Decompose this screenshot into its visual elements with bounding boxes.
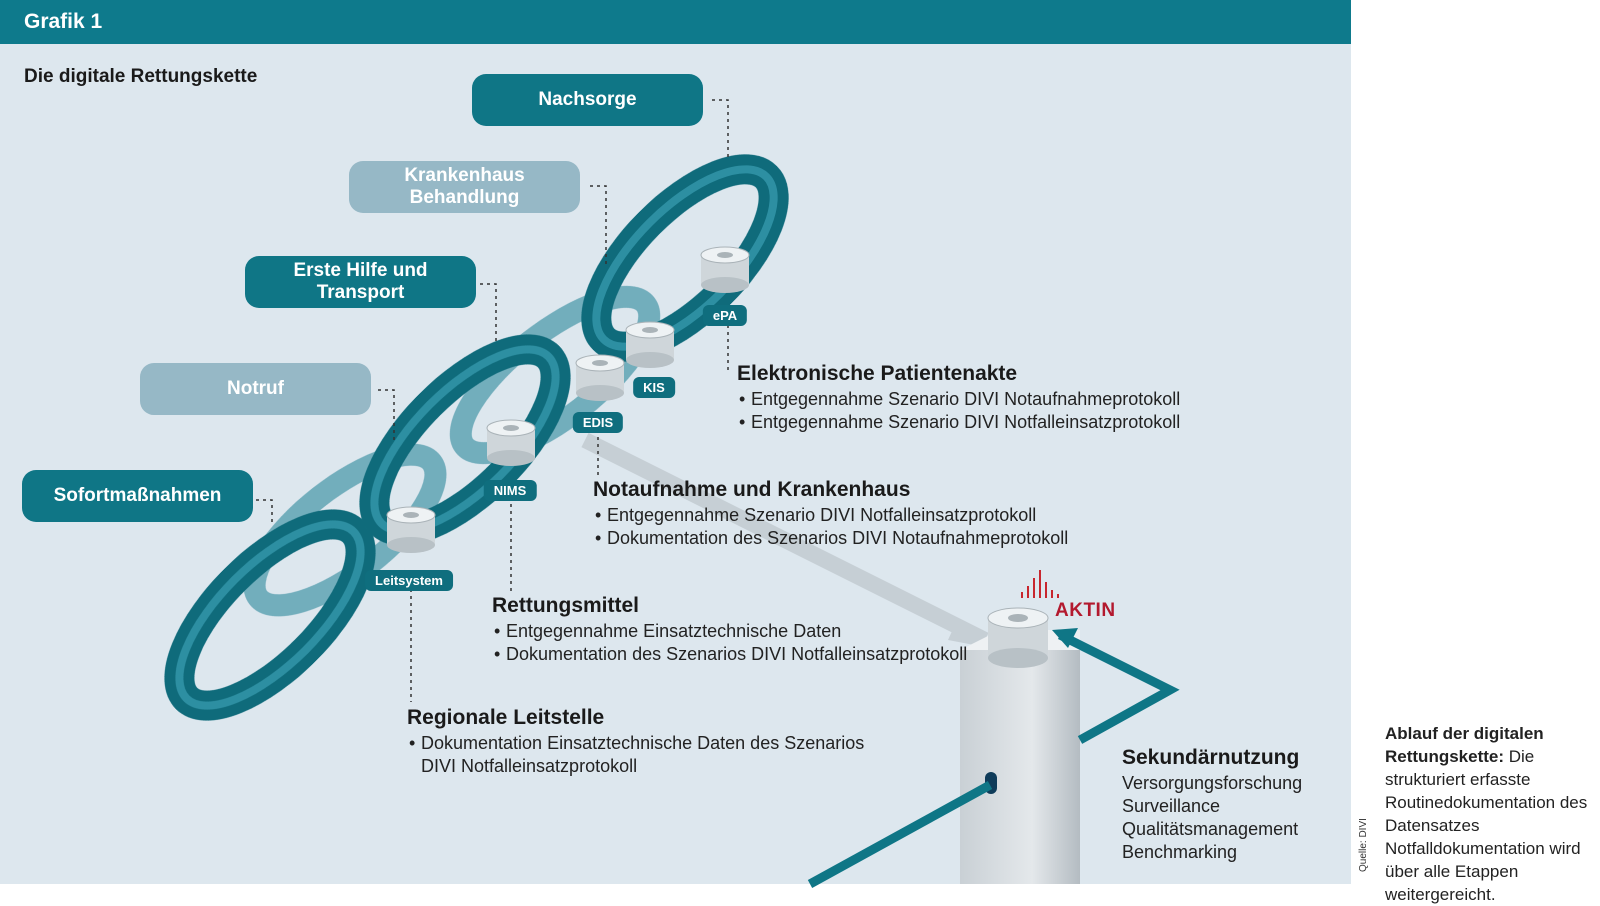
- block-sekundaernutzung: Sekundärnutzung Versorgungsforschung Sur…: [1122, 746, 1302, 864]
- db-tag-edis: EDIS: [572, 412, 624, 433]
- block-item: Entgegennahme Szenario DIVI Notfalleinsa…: [593, 504, 1068, 527]
- stage-nachsorge: Nachsorge: [472, 74, 703, 126]
- figure-title: Grafik 1: [24, 10, 103, 33]
- db-tag-kis: KIS: [633, 377, 675, 398]
- database-nims-icon: [486, 419, 536, 466]
- block-title: Notaufnahme und Krankenhaus: [593, 478, 911, 501]
- block-regionale-leitstelle: Regionale Leitstelle Dokumentation Einsa…: [407, 706, 867, 778]
- db-tag-leitsystem: Leitsystem: [365, 570, 453, 591]
- incoming-flow-line: [807, 781, 993, 888]
- db-tag-nims: NIMS: [483, 480, 537, 501]
- block-item: Entgegennahme Einsatztechnische Daten: [492, 620, 967, 643]
- block-title: Elektronische Patientenakte: [737, 362, 1018, 385]
- block-item: Dokumentation Einsatztechnische Daten de…: [407, 732, 867, 778]
- database-edis-icon: [575, 354, 625, 401]
- aktin-database-icon: [987, 607, 1049, 668]
- secondary-item: Benchmarking: [1122, 842, 1238, 862]
- block-item: Entgegennahme Szenario DIVI Notaufnahmep…: [737, 388, 1180, 411]
- chain-dark-links-highlight: [175, 165, 778, 710]
- stage-erste-hilfe: Erste Hilfe und Transport: [245, 256, 476, 308]
- stage-krankenhaus-behandlung: Krankenhaus Behandlung: [349, 161, 580, 213]
- block-title: Regionale Leitstelle: [407, 706, 605, 729]
- diagram-subtitle: Die digitale Rettungskette: [24, 66, 258, 87]
- secondary-item: Versorgungsforschung: [1122, 773, 1303, 793]
- aktin-label: AKTIN: [1055, 600, 1116, 621]
- block-elektronische-patientenakte: Elektronische Patientenakte Entgegennahm…: [737, 362, 1180, 434]
- source-note: Quelle: DIVI: [1358, 818, 1369, 872]
- figure-caption: Ablauf der digitalen Rettungskette: Die …: [1385, 722, 1597, 906]
- database-kis-icon: [625, 321, 675, 368]
- stage-sofortmassnahmen: Sofortmaßnahmen: [22, 470, 253, 522]
- db-tag-epa: ePA: [702, 305, 748, 326]
- stage-notruf: Notruf: [140, 363, 371, 415]
- aktin-pillar: [960, 630, 1080, 884]
- database-epa-icon: [700, 246, 750, 293]
- aktin-logo-icon: [1021, 570, 1059, 598]
- header-bar: Grafik 1: [0, 0, 1351, 44]
- block-notaufnahme-krankenhaus: Notaufnahme und Krankenhaus Entgegennahm…: [593, 478, 1068, 550]
- block-item: Dokumentation des Szenarios DIVI Notaufn…: [593, 527, 1068, 550]
- block-item: Dokumentation des Szenarios DIVI Notfall…: [492, 643, 967, 666]
- caption-bold: Ablauf der digitalen Rettungskette:: [1385, 724, 1544, 766]
- secondary-item: Surveillance: [1122, 796, 1221, 816]
- block-title: Rettungsmittel: [492, 594, 639, 617]
- secondary-item: Qualitätsmanagement: [1122, 819, 1299, 839]
- feedback-arrowhead: [1052, 628, 1078, 648]
- database-leitsystem-icon: [386, 506, 436, 553]
- caption-text: Die strukturiert erfasste Routinedokumen…: [1385, 747, 1588, 904]
- feedback-arrow: [1057, 630, 1180, 744]
- block-rettungsmittel: Rettungsmittel Entgegennahme Einsatztech…: [492, 594, 967, 666]
- block-item: Entgegennahme Szenario DIVI Notfalleinsa…: [737, 411, 1180, 434]
- leader-lines: [256, 99, 729, 702]
- block-title: Sekundärnutzung: [1122, 746, 1300, 769]
